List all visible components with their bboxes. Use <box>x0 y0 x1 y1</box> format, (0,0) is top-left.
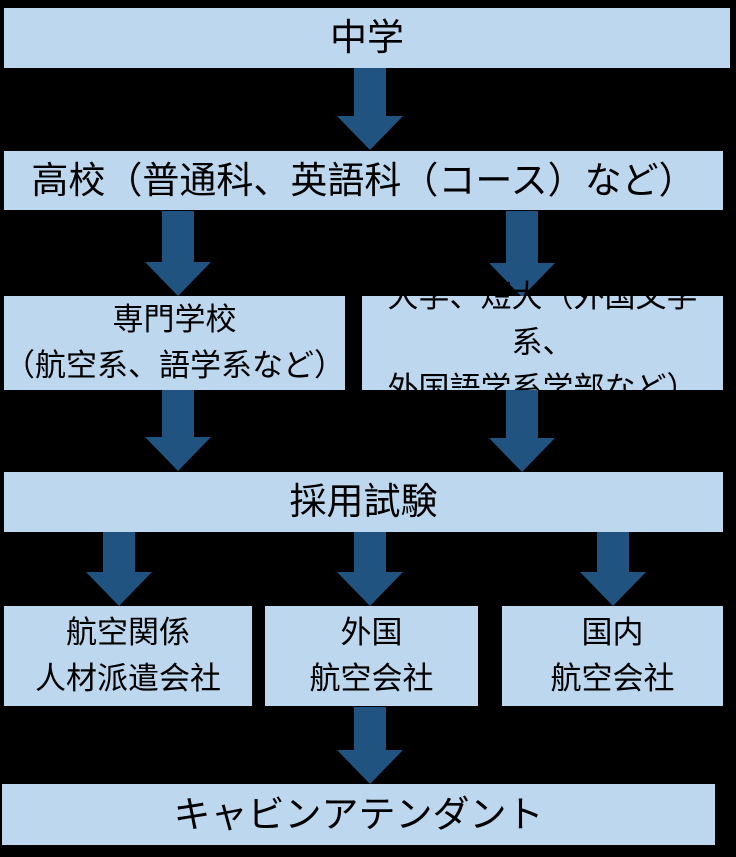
arrow-head <box>145 262 211 296</box>
node-high-school: 高校（普通科、英語科（コース）など） <box>4 151 723 210</box>
arrow-high-school-to-vocational <box>145 211 211 296</box>
node-domestic-airline-line2: 航空会社 <box>550 661 675 696</box>
node-university-line1: 大学、短大（外国文学系、 <box>387 279 698 360</box>
node-junior-high: 中学 <box>4 8 730 68</box>
node-aviation-staffing-company-line2: 人材派遣会社 <box>35 661 221 696</box>
node-aviation-staffing-company: 航空関係 人材派遣会社 <box>4 606 252 706</box>
arrow-head <box>337 750 403 784</box>
arrow-foreign-airline-to-cabin-attendant <box>337 707 403 784</box>
node-vocational-school-line2: （航空系、語学系など） <box>4 348 345 383</box>
arrow-shaft <box>103 532 135 572</box>
node-foreign-airline: 外国 航空会社 <box>265 606 478 706</box>
node-vocational-school-line1: 専門学校 <box>112 302 237 337</box>
arrow-shaft <box>354 68 386 116</box>
arrow-shaft <box>162 211 194 262</box>
node-domestic-airline-line1: 国内 <box>581 615 644 650</box>
arrow-university-to-exam <box>489 390 555 472</box>
node-foreign-airline-line2: 航空会社 <box>309 661 434 696</box>
node-domestic-airline: 国内 航空会社 <box>502 606 723 706</box>
arrow-head <box>337 116 403 150</box>
node-foreign-airline-line1: 外国 <box>340 615 403 650</box>
node-high-school-label: 高校（普通科、英語科（コース）など） <box>31 159 696 201</box>
arrow-junior-high-to-high-school <box>337 68 403 150</box>
arrow-shaft <box>506 390 538 438</box>
arrow-head <box>489 438 555 472</box>
arrow-shaft <box>162 390 194 437</box>
arrow-shaft <box>354 532 386 572</box>
arrow-high-school-to-university <box>489 211 555 297</box>
arrow-head <box>145 437 211 471</box>
arrow-exam-to-staffing <box>86 532 152 606</box>
arrow-shaft <box>354 707 386 750</box>
arrow-shaft <box>597 532 629 572</box>
arrow-exam-to-domestic-airline <box>580 532 646 606</box>
arrow-vocational-to-exam <box>145 390 211 471</box>
node-recruitment-exam-label: 採用試験 <box>289 481 438 522</box>
node-cabin-attendant-label: キャビンアテンダント <box>173 793 544 835</box>
node-vocational-school: 専門学校 （航空系、語学系など） <box>4 296 345 390</box>
arrow-shaft <box>506 211 538 263</box>
arrow-head <box>337 572 403 606</box>
node-junior-high-label: 中学 <box>330 17 404 58</box>
node-recruitment-exam: 採用試験 <box>4 472 723 532</box>
node-university: 大学、短大（外国文学系、 外国語学系学部など） <box>362 279 723 406</box>
node-university-line2: 外国語学系学部など） <box>387 371 698 406</box>
arrow-head <box>86 572 152 606</box>
arrow-head <box>489 263 555 297</box>
arrow-head <box>580 572 646 606</box>
arrow-exam-to-foreign-airline <box>337 532 403 606</box>
node-aviation-staffing-company-line1: 航空関係 <box>66 615 190 650</box>
node-cabin-attendant: キャビンアテンダント <box>2 784 715 845</box>
